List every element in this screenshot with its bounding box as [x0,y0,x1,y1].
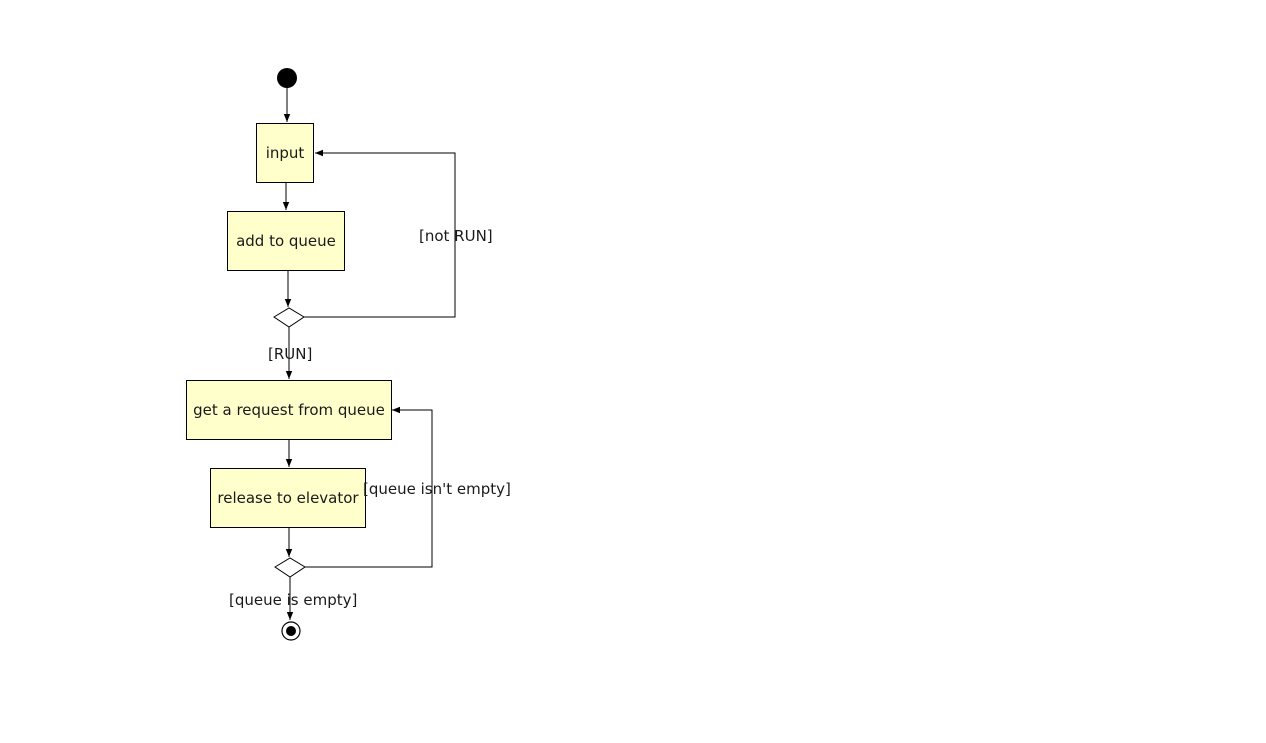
guard-not-run: [not RUN] [419,227,493,245]
action-add-to-queue-label: add to queue [236,232,336,250]
edge-queue-not-empty-loop [305,406,433,568]
action-get-request-label: get a request from queue [193,401,385,419]
action-add-to-queue-box [227,211,345,271]
action-release-label: release to elevator [217,489,359,507]
action-input-label: input [266,144,305,162]
decision-run [273,307,305,328]
guard-queue-empty: [queue is empty] [229,591,357,609]
action-release-box [210,468,366,528]
guard-queue-not-empty: [queue isn't empty] [363,480,511,498]
final-node-core [286,626,296,636]
decision-queue [274,557,306,578]
action-get-request-box [186,380,392,440]
initial-node [277,68,297,88]
action-input-box [256,123,314,183]
guard-run: [RUN] [268,345,312,363]
edge-not-run-loop [303,149,456,318]
